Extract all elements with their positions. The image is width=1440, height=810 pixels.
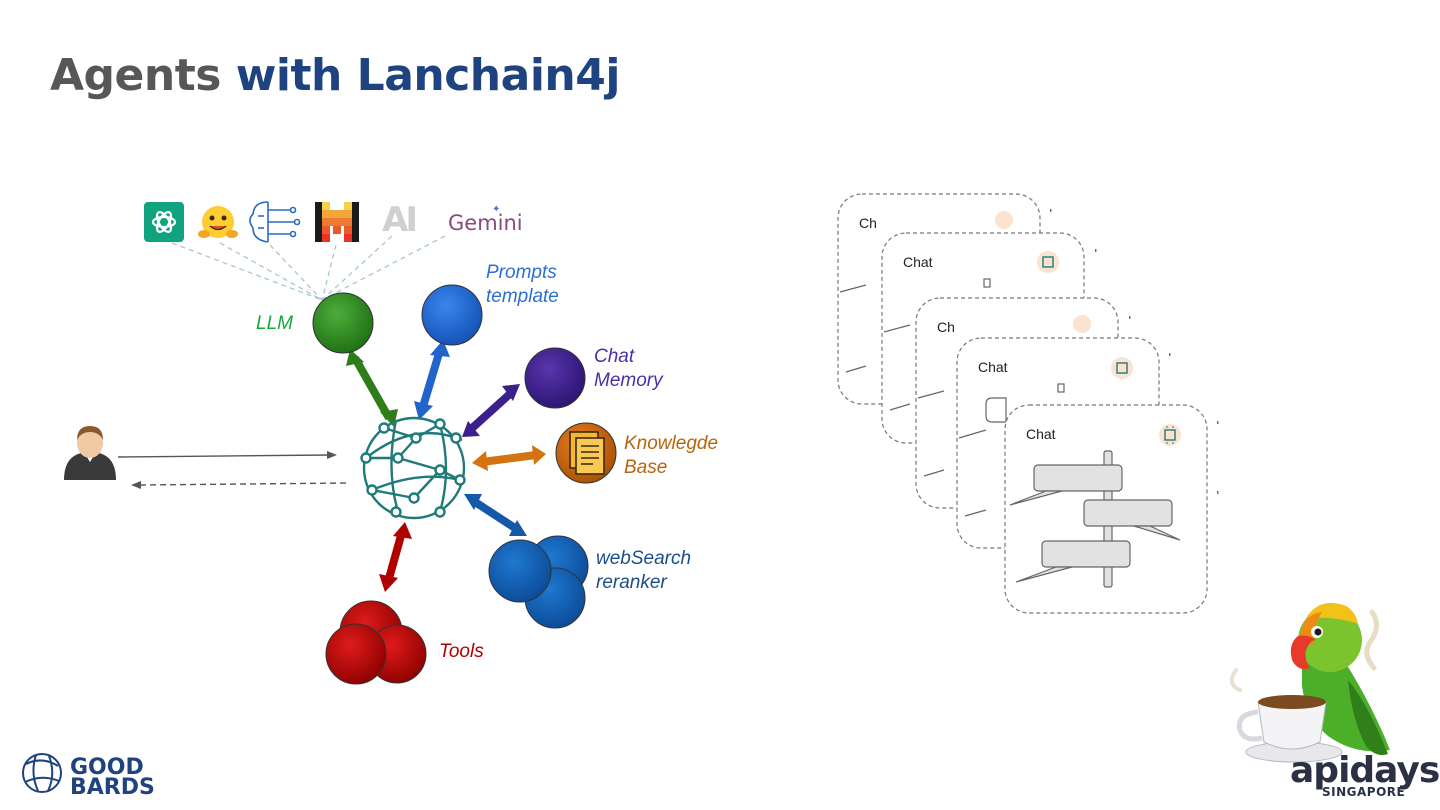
chat-memory-label-line2: Memory	[594, 370, 664, 391]
llm-node	[312, 292, 374, 354]
chip-icon	[1037, 251, 1059, 273]
chat-card-2-title: Chat	[903, 254, 933, 270]
request-arrow	[117, 451, 337, 459]
chat-card-5: Chat	[1004, 404, 1208, 614]
knowledge-base-node	[555, 422, 617, 484]
mistral-logo-icon	[315, 202, 359, 242]
knowledge-label-line1: Knowlegde	[624, 433, 718, 454]
websearch-label-line2: reranker	[596, 572, 667, 593]
chip-icon	[1111, 357, 1133, 379]
brand-good: GOOD	[70, 755, 144, 780]
provider-connectors	[171, 235, 446, 301]
huggingface-logo-icon	[198, 206, 238, 238]
openai-logo-icon	[144, 202, 184, 242]
title-part-langchain: with Lanchain4j	[235, 50, 621, 101]
llm-label: LLM	[256, 313, 293, 334]
brand-bards: BARDS	[70, 775, 155, 800]
chip-icon	[995, 211, 1013, 229]
user-avatar-icon	[64, 426, 116, 480]
chat-memory-label-line1: Chat	[594, 346, 635, 367]
chat-card-1-title: Ch	[859, 215, 877, 231]
websearch-label-line1: webSearch	[596, 548, 691, 569]
network-hub-icon	[362, 416, 466, 520]
prompts-node	[421, 284, 483, 346]
gemini-logo-icon: Gemini	[448, 211, 523, 235]
conversation-timeline-icon	[1009, 450, 1181, 588]
chat-card-4-title: Chat	[978, 359, 1008, 375]
chip-icon	[1159, 424, 1181, 446]
gemini-sparkle-icon: ✦	[492, 204, 500, 215]
chat-card-5-title: Chat	[1026, 426, 1056, 442]
arrow-prompts	[414, 340, 450, 420]
arrow-websearch	[464, 494, 527, 536]
chat-card-3-title: Ch	[937, 319, 955, 335]
event-city: SINGAPORE	[1322, 785, 1405, 799]
good-bards-logo-icon	[22, 753, 62, 793]
hub-nodes	[360, 418, 466, 518]
parrot-coffee-mascot-icon	[1229, 602, 1390, 763]
chip-icon	[1073, 315, 1091, 333]
arrow-memory	[462, 384, 520, 437]
prompts-label-line2: template	[486, 286, 559, 307]
neural-brain-icon	[249, 201, 301, 243]
knowledge-label-line2: Base	[624, 457, 667, 478]
tools-node	[325, 600, 427, 685]
arrow-knowledge	[472, 445, 546, 471]
card-stack-edge-marks	[1050, 209, 1219, 494]
event-name: apidays	[1290, 750, 1439, 791]
title-part-agents: Agents	[50, 50, 221, 101]
response-arrow	[131, 481, 351, 489]
prompts-label-line1: Prompts	[486, 262, 557, 283]
anthropic-logo-icon: AI	[382, 200, 415, 240]
arrow-tools	[379, 522, 412, 592]
websearch-reranker-node	[488, 535, 589, 629]
tools-label: Tools	[439, 641, 484, 662]
arrow-llm	[346, 349, 398, 427]
chat-memory-node	[524, 347, 586, 409]
slide-title: Agents with Lanchain4j	[50, 50, 620, 101]
